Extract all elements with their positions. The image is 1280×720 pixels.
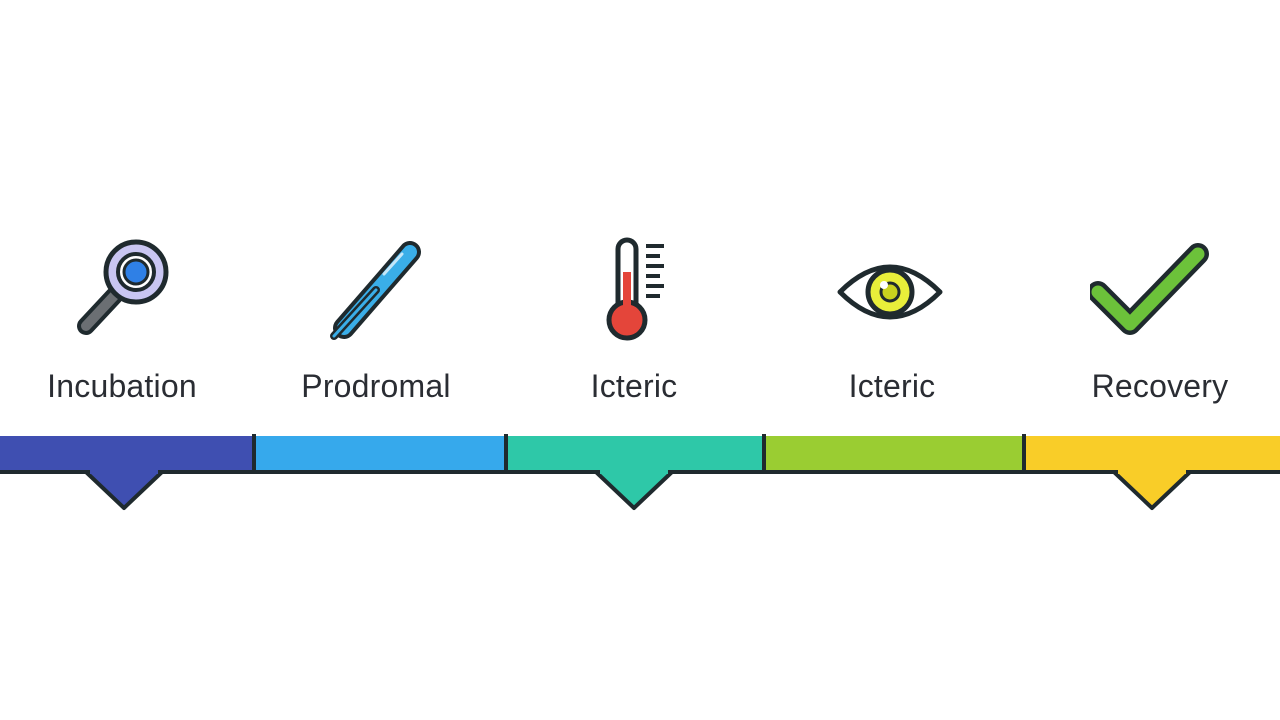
segment-prodromal xyxy=(254,436,506,472)
segment-recovery xyxy=(1024,436,1280,472)
segment-icteric-2 xyxy=(764,436,1024,472)
checkmark-icon xyxy=(1090,232,1210,352)
stage-label-icteric-2: Icteric xyxy=(848,368,936,404)
stage-label-icteric-1: Icteric xyxy=(590,368,678,404)
segment-icteric-1 xyxy=(506,436,764,472)
timeline-bar xyxy=(0,430,1280,520)
stage-pointer-recovery xyxy=(1112,470,1192,510)
stage-label-incubation: Incubation xyxy=(47,368,197,404)
thermometer-icon xyxy=(576,232,696,352)
eye-icon xyxy=(830,232,950,352)
magnifier-icon xyxy=(64,232,184,352)
stage-label-recovery: Recovery xyxy=(1091,368,1229,404)
segment-incubation xyxy=(0,436,254,472)
stage-pointer-icteric xyxy=(594,470,674,510)
stage-pointer-incubation xyxy=(84,470,164,510)
clinical-thermometer-icon xyxy=(318,232,438,352)
stage-label-prodromal: Prodromal xyxy=(301,368,451,404)
